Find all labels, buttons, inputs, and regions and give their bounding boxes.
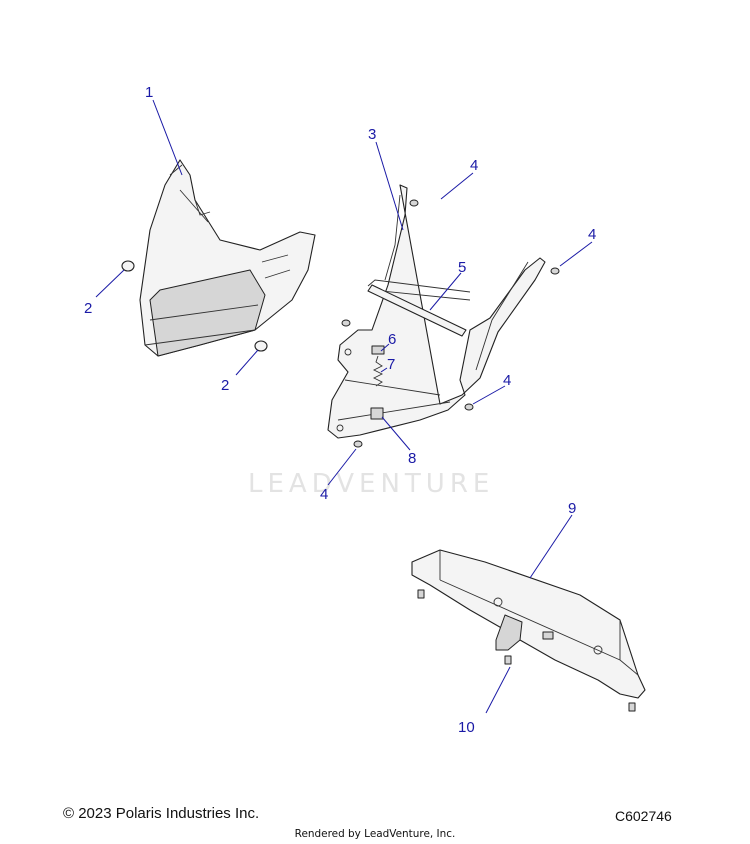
callout-4: 4 bbox=[320, 486, 328, 503]
diagram-code: C602746 bbox=[615, 808, 672, 824]
part-grommet bbox=[121, 260, 135, 272]
callout-4: 4 bbox=[588, 226, 596, 243]
callout-1: 1 bbox=[145, 84, 153, 101]
callout-2: 2 bbox=[221, 377, 229, 394]
callout-9: 9 bbox=[568, 500, 576, 517]
part-headlight-housing bbox=[139, 159, 316, 357]
callout-5: 5 bbox=[458, 259, 466, 276]
part-cross-bar bbox=[367, 284, 467, 337]
part-clip-spring bbox=[371, 345, 385, 387]
part-lightbar-screws bbox=[417, 589, 636, 712]
callout-7: 7 bbox=[387, 356, 395, 373]
copyright-text: © 2023 Polaris Industries Inc. bbox=[63, 805, 260, 822]
watermark-text: LEADVENTURE bbox=[248, 469, 494, 499]
callout-4: 4 bbox=[470, 157, 478, 174]
part-bracket-clip bbox=[370, 407, 384, 420]
rendered-by-text: Rendered by LeadVenture, Inc. bbox=[294, 827, 456, 840]
part-screws bbox=[341, 199, 560, 448]
callout-3: 3 bbox=[368, 126, 376, 143]
callout-2: 2 bbox=[84, 300, 92, 317]
part-grommet bbox=[254, 340, 268, 352]
callout-4: 4 bbox=[503, 372, 511, 389]
callout-10: 10 bbox=[458, 719, 475, 736]
part-light-bar bbox=[411, 549, 646, 699]
part-mounting-bracket bbox=[327, 184, 546, 439]
leader-lines bbox=[95, 99, 593, 714]
callout-8: 8 bbox=[408, 450, 416, 467]
callout-6: 6 bbox=[388, 331, 396, 348]
